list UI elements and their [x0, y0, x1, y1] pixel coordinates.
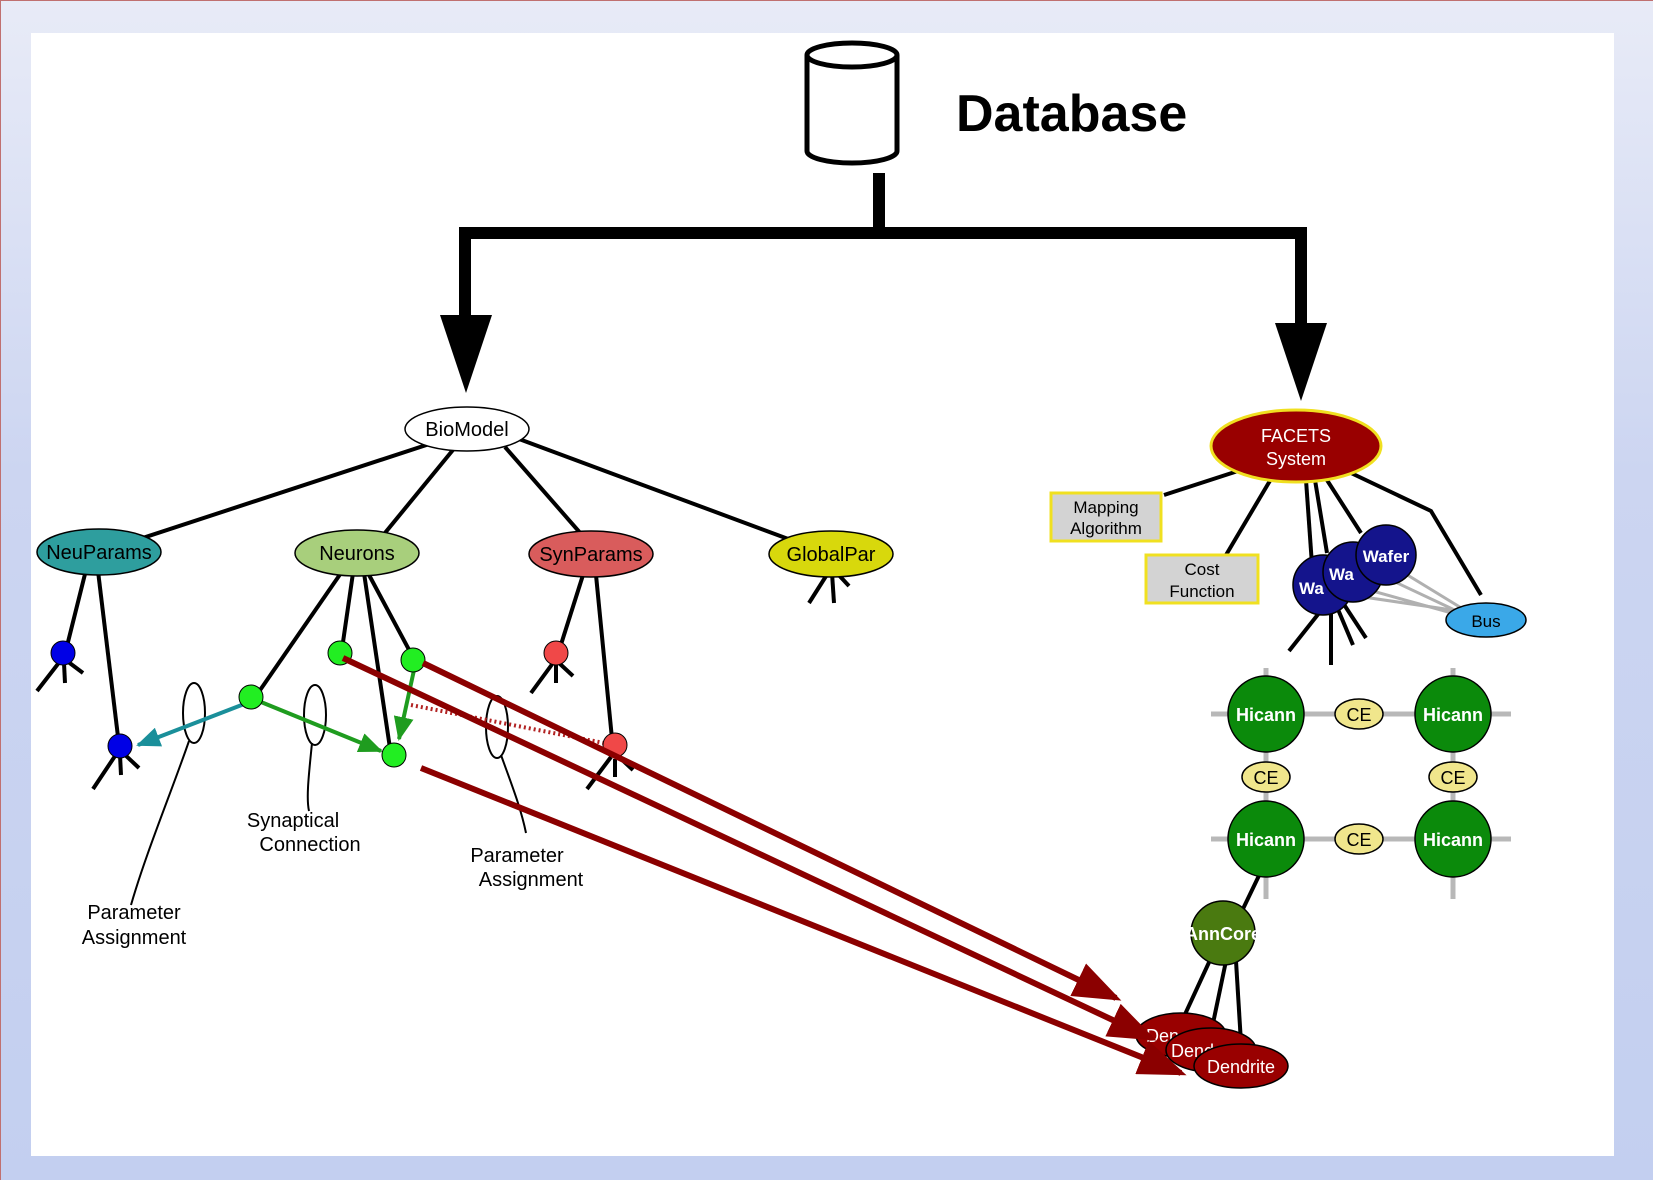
synapse-parameter-dotted-line [410, 703, 610, 746]
svg-text:Wafer: Wafer [1363, 547, 1410, 566]
parameter-assignment-right-label: Parameter Assignment [470, 845, 583, 891]
svg-text:Synaptical: Synaptical [247, 810, 339, 832]
hicann-node: Hicann [1227, 800, 1305, 878]
parameter-assignment-arrow [136, 699, 253, 747]
neuron-instance-dot [400, 647, 426, 673]
synaptic-connection-arrow [260, 700, 383, 753]
svg-text:Bus: Bus [1471, 612, 1500, 631]
neuparam-instance-dot [107, 733, 133, 759]
neuparams-node: NeuParams [36, 528, 162, 576]
neurons-node: Neurons [294, 529, 420, 577]
parameter-assignment-left-label: Parameter Assignment [82, 902, 187, 949]
svg-text:Hicann: Hicann [1236, 830, 1296, 850]
hicann-node: Hicann [1414, 800, 1492, 878]
database-icon [804, 40, 900, 166]
hicann-node: Hicann [1414, 675, 1492, 753]
svg-text:Hicann: Hicann [1236, 705, 1296, 725]
ce-node: CE [1428, 761, 1478, 793]
svg-text:Algorithm: Algorithm [1070, 519, 1142, 538]
arrow-to-facets-icon [1275, 323, 1327, 401]
neuron-instance-dot [238, 684, 264, 710]
anncore-node: AnnCore [1185, 900, 1261, 966]
synparam-instance-dot [543, 640, 569, 666]
svg-text:Hicann: Hicann [1423, 705, 1483, 725]
ce-node: CE [1334, 823, 1384, 855]
svg-text:System: System [1266, 449, 1326, 469]
globalpar-node: GlobalPar [768, 530, 894, 578]
arrow-to-biomodel-icon [440, 315, 492, 393]
annotation-markers [130, 682, 527, 906]
synaptic-connection-arrow-2 [393, 669, 416, 741]
diagram-canvas: Database [31, 33, 1614, 1156]
bus-node: Bus [1445, 602, 1527, 638]
svg-text:Wa: Wa [1299, 579, 1324, 598]
svg-text:GlobalPar: GlobalPar [787, 544, 876, 566]
svg-text:Hicann: Hicann [1423, 830, 1483, 850]
biomodel-node: BioModel [404, 406, 530, 452]
synaptical-connection-label: Synaptical Connection [247, 810, 361, 856]
svg-text:Dendrite: Dendrite [1207, 1057, 1275, 1077]
mapping-arrow [419, 765, 1187, 1076]
database-branch-lines [459, 173, 1307, 333]
svg-text:Wa: Wa [1329, 565, 1354, 584]
mapping-algorithm-box: Mapping Algorithm [1049, 491, 1163, 543]
mapping-arrow [341, 655, 1157, 1041]
ce-node: CE [1334, 698, 1384, 730]
svg-text:AnnCore: AnnCore [1185, 924, 1261, 944]
facets-system-node: FACETS System [1209, 408, 1383, 484]
svg-text:Assignment: Assignment [479, 869, 584, 891]
dendrite-node: Dendrite [1193, 1043, 1289, 1089]
neuparam-instance-dot [50, 640, 76, 666]
svg-text:SynParams: SynParams [539, 544, 642, 566]
mapping-arrows [341, 655, 1187, 1076]
mapping-arrow [421, 660, 1122, 1001]
svg-text:FACETS: FACETS [1261, 426, 1331, 446]
svg-text:Parameter: Parameter [87, 902, 181, 924]
hicann-node: Hicann [1227, 675, 1305, 753]
svg-text:NeuParams: NeuParams [46, 542, 152, 564]
svg-text:Mapping: Mapping [1073, 498, 1138, 517]
svg-text:Neurons: Neurons [319, 543, 395, 565]
svg-text:CE: CE [1346, 705, 1371, 725]
svg-text:Function: Function [1169, 582, 1234, 601]
database-label: Database [956, 85, 1187, 143]
svg-text:Parameter: Parameter [470, 845, 564, 867]
svg-text:BioModel: BioModel [425, 419, 508, 441]
neuron-instance-dot [381, 742, 407, 768]
synparams-node: SynParams [528, 530, 654, 578]
svg-text:Assignment: Assignment [82, 927, 187, 949]
architecture-diagram: Database [35, 40, 1527, 1089]
svg-text:CE: CE [1440, 768, 1465, 788]
svg-text:Cost: Cost [1185, 560, 1220, 579]
biomodel-tree-lines [35, 429, 851, 791]
svg-text:CE: CE [1346, 830, 1371, 850]
wafer-node: Wafer [1355, 524, 1417, 586]
cost-function-box: Cost Function [1144, 553, 1260, 605]
svg-text:Connection: Connection [259, 834, 360, 856]
svg-text:CE: CE [1253, 768, 1278, 788]
ce-node: CE [1241, 761, 1291, 793]
